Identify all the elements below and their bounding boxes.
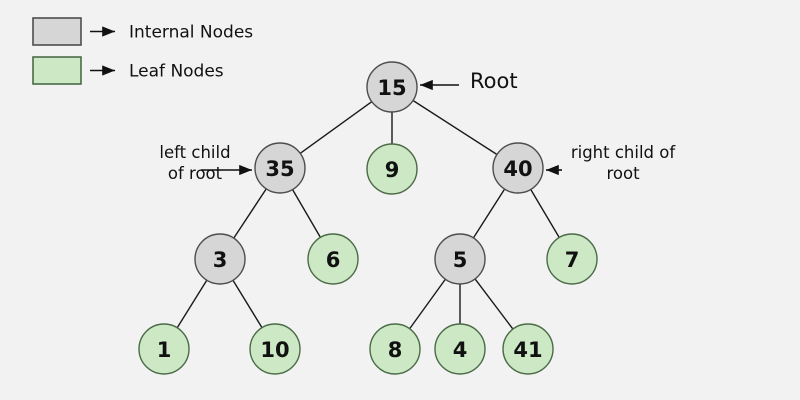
tree-node-9[interactable]: 9	[366, 143, 418, 195]
annotation-label: Root	[470, 69, 518, 93]
annotation-root: Root	[420, 69, 518, 93]
legend-item-internal[interactable]: Internal Nodes	[32, 17, 253, 46]
tree-node-3[interactable]: 3	[194, 233, 246, 285]
tree-edge	[408, 278, 447, 330]
legend-swatch	[32, 17, 82, 46]
node-value: 10	[260, 338, 289, 362]
node-circle	[194, 233, 246, 285]
node-value: 9	[385, 158, 400, 182]
legend-swatch	[32, 56, 82, 85]
node-value: 4	[453, 338, 468, 362]
node-circle	[138, 323, 190, 375]
node-value: 1	[157, 338, 172, 362]
tree-node-40[interactable]: 40	[492, 142, 544, 194]
tree-edge	[291, 188, 322, 239]
tree-node-41[interactable]: 41	[502, 323, 554, 375]
node-value: 41	[513, 338, 542, 362]
node-circle	[434, 233, 486, 285]
node-value: 35	[265, 157, 294, 181]
tree-edge	[232, 279, 263, 329]
node-value: 3	[213, 248, 228, 272]
tree-edge	[472, 188, 506, 239]
tree-nodes: 15 35 9 40 3 6 5 7 1 10 8 4 41	[138, 61, 598, 375]
legend-label: Internal Nodes	[129, 23, 253, 43]
node-circle	[249, 323, 301, 375]
tree-node-4[interactable]: 4	[434, 323, 486, 375]
tree-node-6[interactable]: 6	[307, 233, 359, 285]
tree-node-35[interactable]: 35	[254, 142, 306, 194]
node-value: 5	[453, 248, 468, 272]
node-circle	[492, 142, 544, 194]
tree-node-15[interactable]: 15	[366, 61, 418, 113]
node-circle	[502, 323, 554, 375]
node-circle	[254, 142, 306, 194]
tree-edge	[176, 279, 208, 329]
node-value: 15	[377, 76, 406, 100]
tree-edge	[233, 188, 267, 239]
node-circle	[434, 323, 486, 375]
tree-node-8[interactable]: 8	[369, 323, 421, 375]
node-circle	[366, 61, 418, 113]
tree-edge	[299, 100, 373, 155]
tree-edge	[474, 278, 514, 330]
tree-edge	[530, 188, 560, 239]
node-circle	[546, 233, 598, 285]
legend-item-leaf[interactable]: Leaf Nodes	[32, 56, 224, 85]
node-value: 7	[565, 248, 580, 272]
node-value: 40	[503, 157, 532, 181]
node-circle	[369, 323, 421, 375]
tree-node-7[interactable]: 7	[546, 233, 598, 285]
node-value: 8	[388, 338, 403, 362]
legend-label: Leaf Nodes	[129, 62, 224, 82]
tree-node-5[interactable]: 5	[434, 233, 486, 285]
tree-node-10[interactable]: 10	[249, 323, 301, 375]
tree-node-1[interactable]: 1	[138, 323, 190, 375]
node-value: 6	[326, 248, 341, 272]
tree-edge	[412, 99, 498, 156]
node-circle	[366, 143, 418, 195]
tree-edges	[176, 99, 560, 330]
node-circle	[307, 233, 359, 285]
